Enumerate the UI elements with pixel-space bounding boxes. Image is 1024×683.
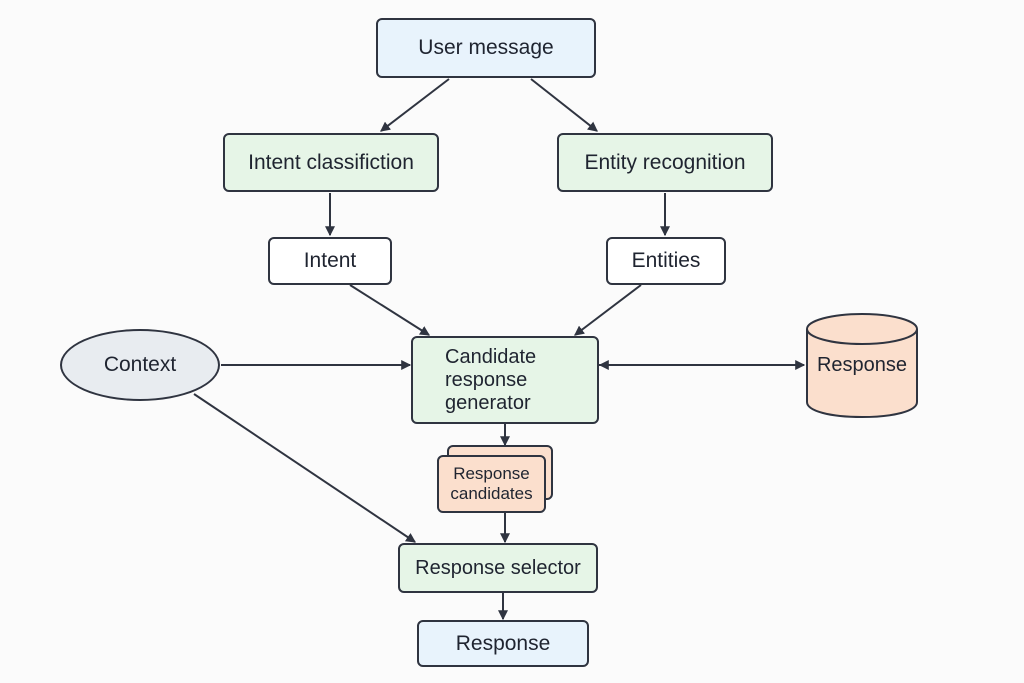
candidate-response-generator-label: Candidate response generator xyxy=(445,346,536,415)
response-output-node: Response xyxy=(417,620,589,667)
arrow-user-to-intent-classification xyxy=(380,78,450,132)
intent-classification-node: Intent classifiction xyxy=(223,133,439,192)
entities-node: Entities xyxy=(606,237,726,285)
response-selector-label: Response selector xyxy=(415,556,581,579)
response-candidates-label: Response candidates xyxy=(450,464,532,503)
entity-recognition-node: Entity recognition xyxy=(557,133,773,192)
arrow-context-to-selector xyxy=(193,393,416,543)
response-candidates-node: Response candidates xyxy=(437,455,546,513)
user-message-label: User message xyxy=(418,36,554,60)
context-node: Context xyxy=(60,329,220,401)
candidate-generator-line-1: Candidate xyxy=(445,345,537,368)
intent-classification-label: Intent classifiction xyxy=(248,150,414,174)
response-output-label: Response xyxy=(455,631,551,655)
candidate-generator-line-3: generator xyxy=(445,391,531,414)
candidate-response-generator-node: Candidate response generator xyxy=(411,336,599,424)
entity-recognition-label: Entity recognition xyxy=(584,150,746,174)
user-message-node: User message xyxy=(376,18,596,78)
intent-label: Intent xyxy=(303,249,357,273)
response-store-database: Response xyxy=(805,312,919,419)
arrow-intent-to-generator xyxy=(349,284,431,336)
response-store-label: Response xyxy=(816,354,908,376)
arrow-user-to-entity-recognition xyxy=(530,78,598,132)
intent-node: Intent xyxy=(268,237,392,285)
database-cylinder-icon xyxy=(806,313,918,419)
response-candidates-line-2: candidates xyxy=(450,484,533,503)
arrow-entities-to-generator xyxy=(574,284,642,336)
response-selector-node: Response selector xyxy=(398,543,598,593)
response-candidates-line-1: Response xyxy=(453,464,530,484)
context-label: Context xyxy=(103,353,177,377)
candidate-generator-line-2: response xyxy=(445,368,528,391)
entities-label: Entities xyxy=(631,249,701,273)
